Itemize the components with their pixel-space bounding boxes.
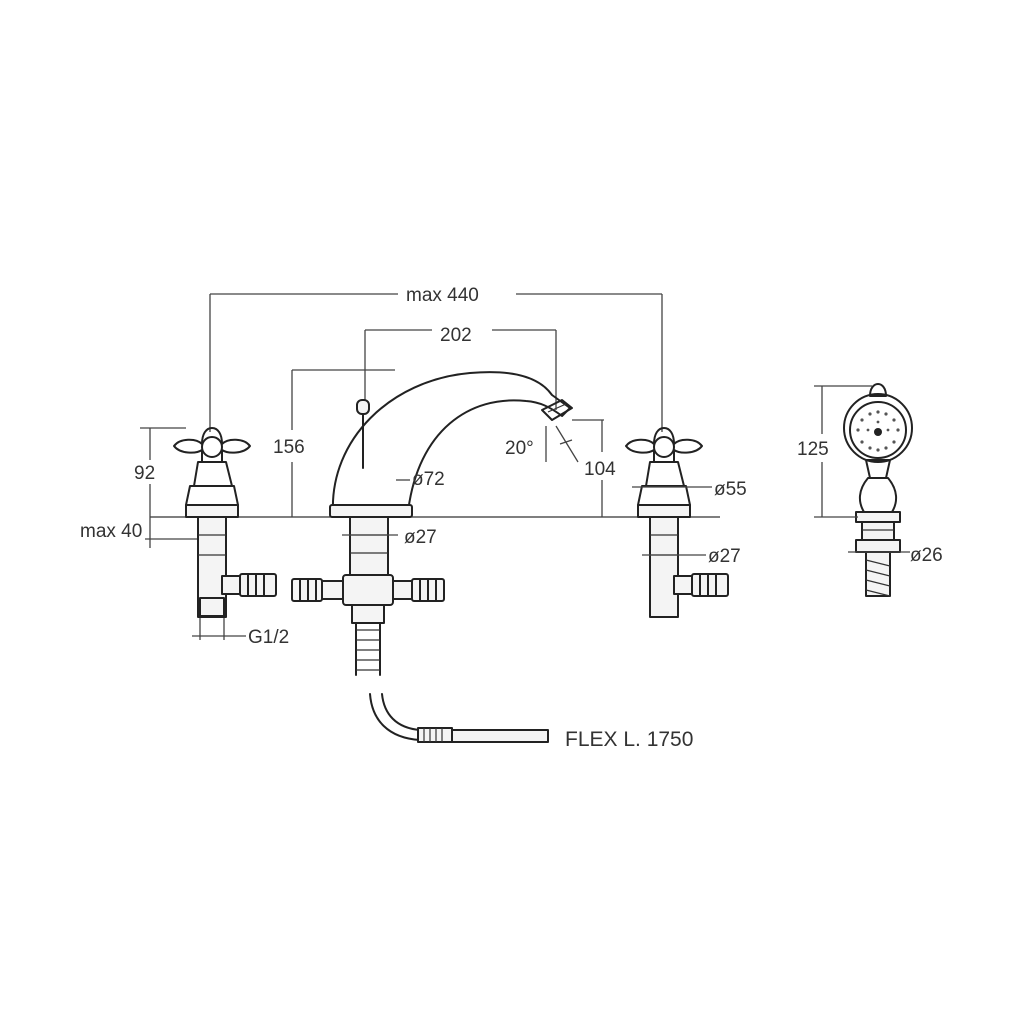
dim-overall-width [209, 293, 663, 432]
dim-spout-shank-diameter-label: ø27 [404, 527, 437, 548]
dim-spout-height-label: 156 [273, 437, 305, 458]
dim-shower-base-diameter-label: ø26 [910, 545, 943, 566]
dim-spout-angle-label: 20° [505, 438, 534, 459]
dim-shower-height-label: 125 [797, 439, 829, 460]
dim-overall-width-label: max 440 [406, 285, 479, 306]
dim-spout-outlet-height [572, 419, 604, 517]
dim-spout-angle [545, 425, 579, 463]
dim-handle-height [140, 427, 186, 517]
hose-length-label: FLEX L. 1750 [565, 728, 693, 751]
dim-handle-height-label: 92 [134, 463, 155, 484]
dim-shower-height [814, 385, 872, 518]
dim-deck-thickness [145, 517, 205, 548]
shower-hose [369, 693, 549, 743]
dim-valve-shank-diameter-label: ø27 [708, 546, 741, 567]
spout [329, 371, 573, 576]
dim-inlet-thread [192, 618, 246, 640]
hand-shower [843, 383, 913, 597]
left-valve [173, 427, 277, 618]
dim-spout-centers-label: 202 [440, 325, 472, 346]
dim-inlet-thread-label: G1/2 [248, 627, 289, 648]
dim-handle-diameter-label: ø55 [714, 479, 747, 500]
dim-spout-height [291, 369, 395, 517]
right-valve [625, 427, 729, 618]
dim-spout-base-diameter-label: ø72 [412, 469, 445, 490]
dim-spout-outlet-height-label: 104 [584, 459, 616, 480]
dim-deck-thickness-label: max 40 [80, 521, 142, 542]
diverter-connector [291, 574, 445, 676]
